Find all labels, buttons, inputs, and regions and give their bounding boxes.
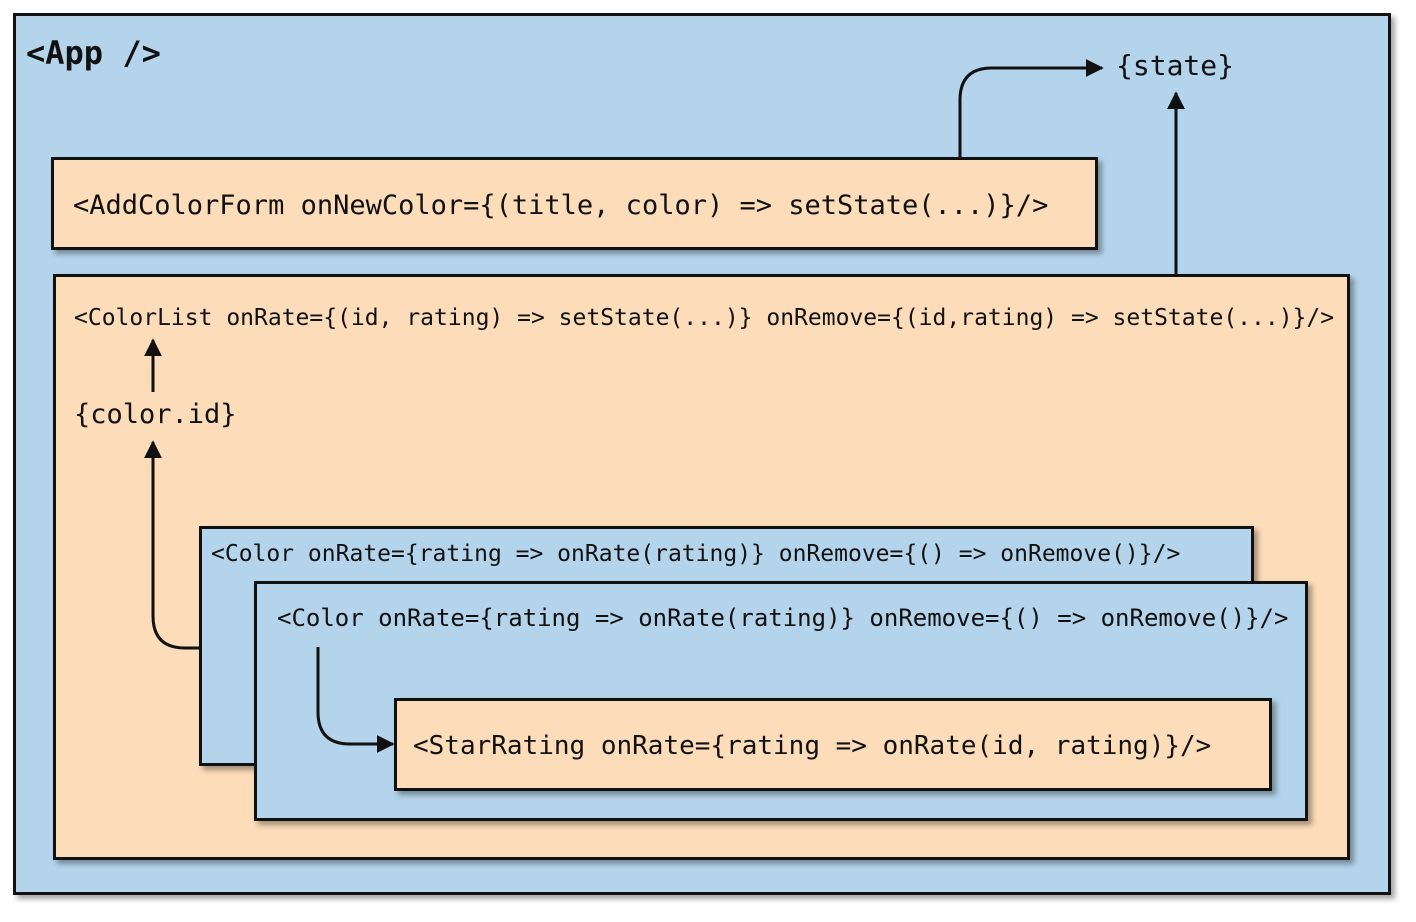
color-code-2: <Color onRate={rating => onRate(rating)}… <box>277 604 1289 632</box>
color-code-1: <Color onRate={rating => onRate(rating)}… <box>211 541 1181 567</box>
add-color-form-code: <AddColorForm onNewColor={(title, color)… <box>73 190 1049 221</box>
app-title: <App /> <box>26 34 161 72</box>
star-rating-box <box>394 698 1272 791</box>
color-id-label: {color.id} <box>74 399 237 430</box>
star-rating-code: <StarRating onRate={rating => onRate(id,… <box>413 731 1212 761</box>
color-list-code: <ColorList onRate={(id, rating) => setSt… <box>74 305 1335 331</box>
add-color-form-box <box>51 157 1098 250</box>
state-label: {state} <box>1116 49 1235 82</box>
